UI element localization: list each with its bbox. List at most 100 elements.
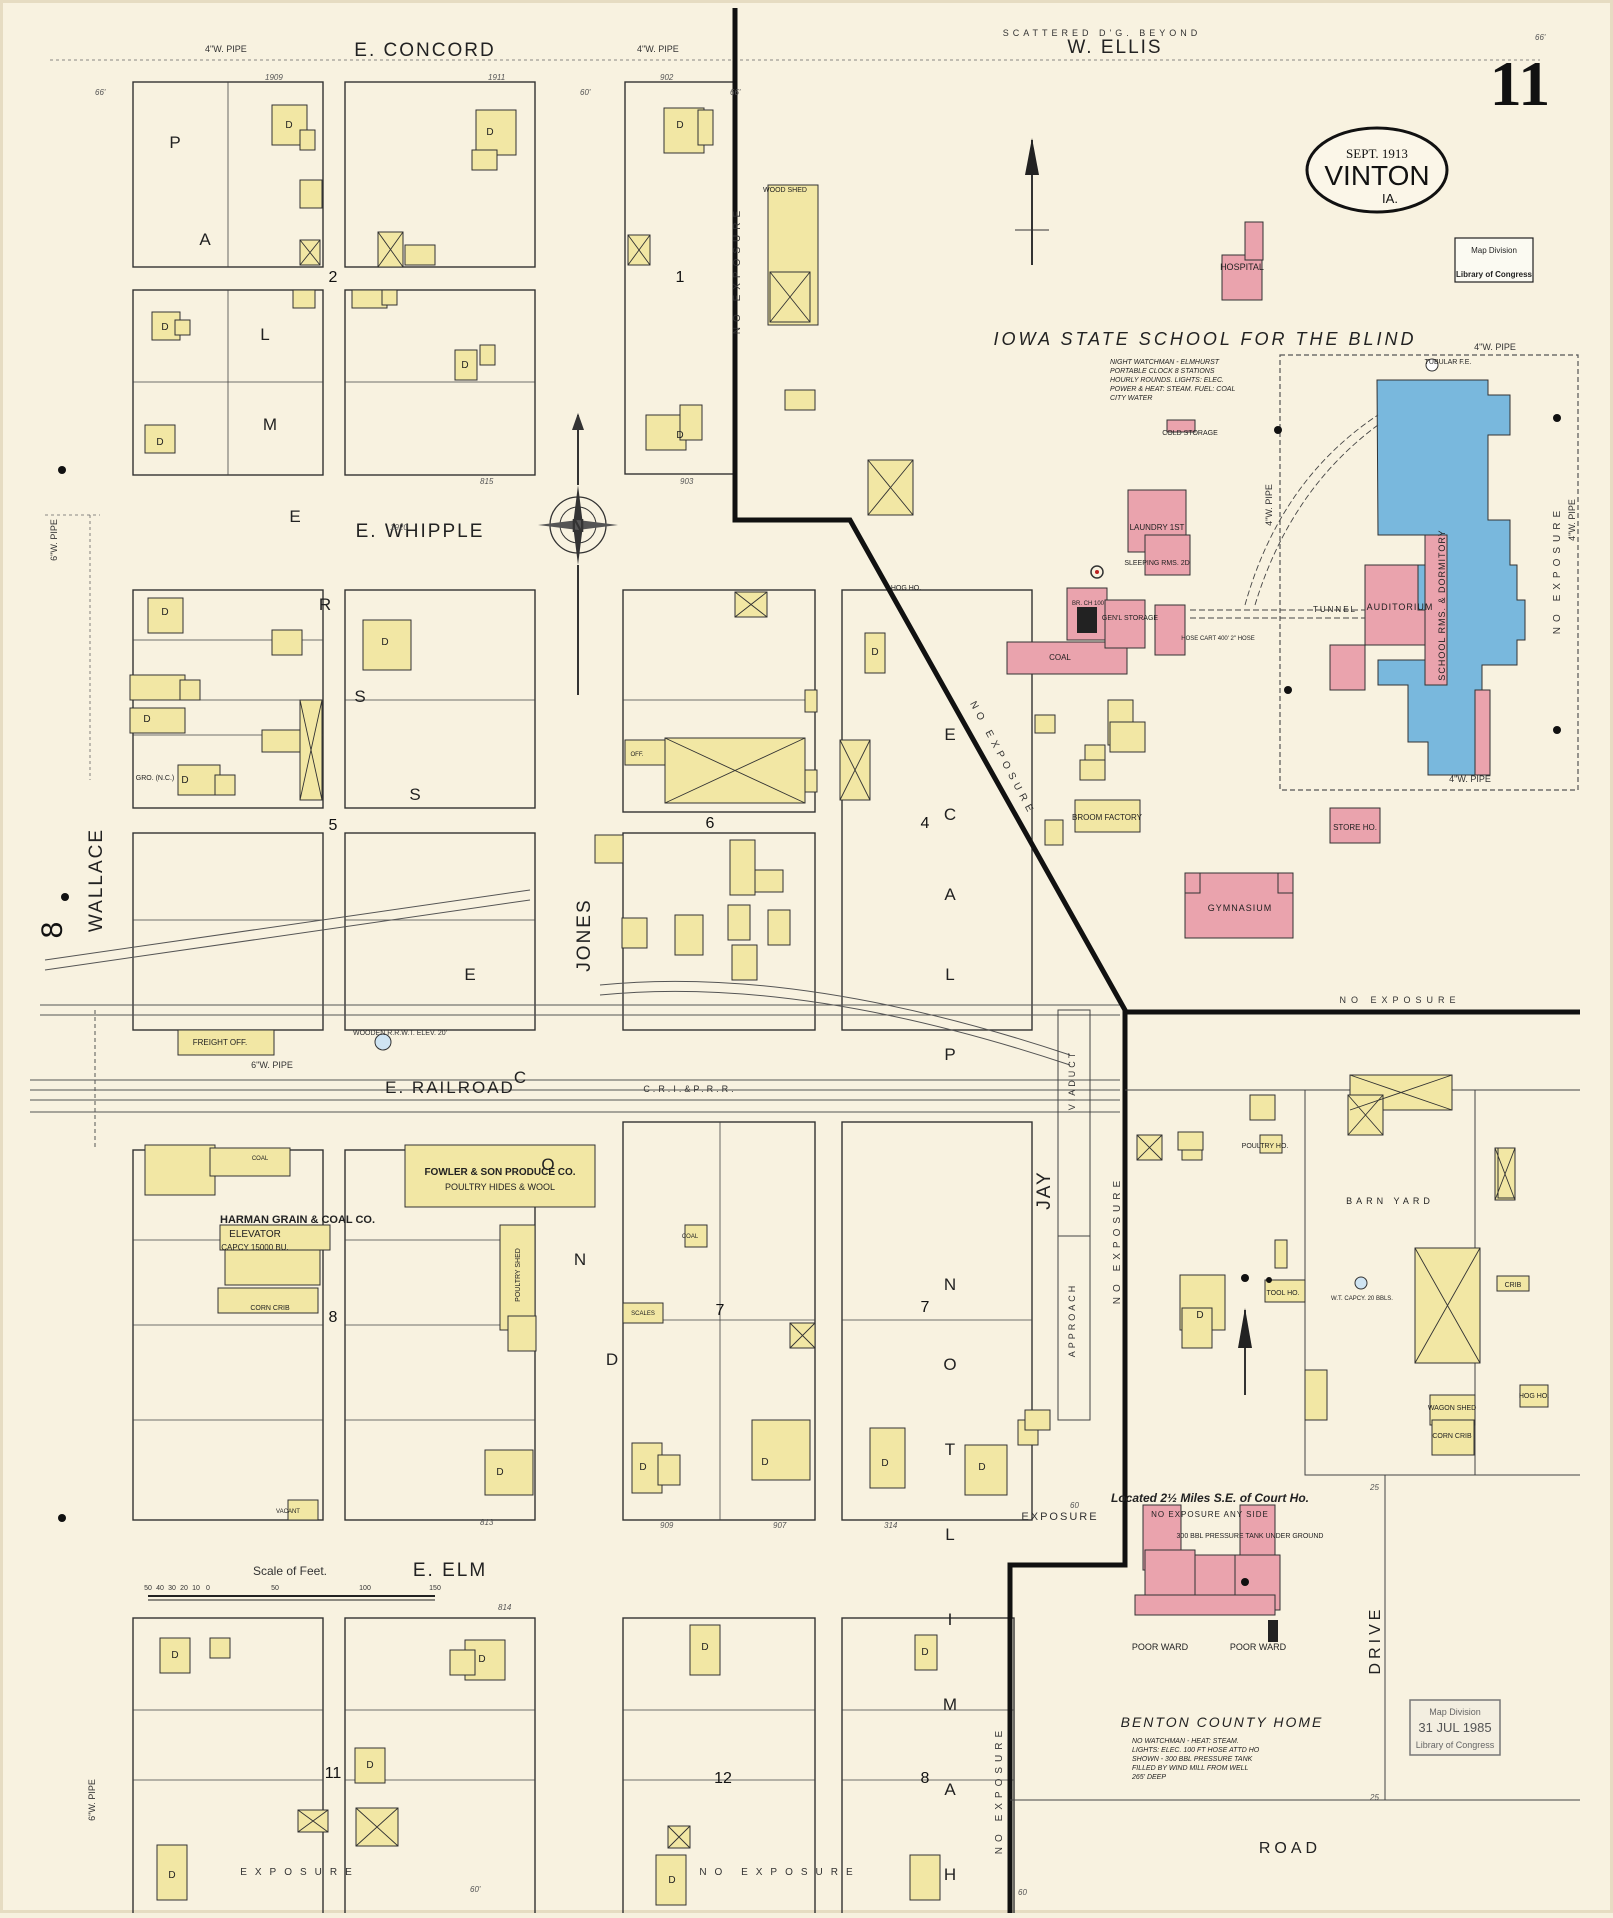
svg-text:S: S [409,785,420,804]
svg-text:CORN CRIB: CORN CRIB [1432,1433,1472,1440]
svg-text:E: E [464,965,475,984]
svg-text:Scale of Feet.: Scale of Feet. [253,1564,327,1578]
svg-text:D: D [606,1350,618,1369]
svg-text:M: M [943,1695,957,1714]
svg-text:POOR WARD: POOR WARD [1230,1642,1287,1652]
svg-text:CITY WATER: CITY WATER [1110,395,1152,402]
svg-text:E: E [289,507,300,526]
svg-text:BARN YARD: BARN YARD [1346,1196,1434,1206]
svg-text:814: 814 [498,1603,512,1612]
svg-text:D: D [461,360,468,371]
svg-text:ELEVATOR: ELEVATOR [229,1229,281,1240]
svg-text:11: 11 [325,1765,342,1782]
svg-text:NO EXPOSURE: NO EXPOSURE [699,1867,860,1878]
railroad-tracks [30,889,1120,1150]
block-11 [132,1617,324,1918]
gymnasium [1184,872,1294,939]
svg-text:D: D [668,1875,675,1886]
svg-text:AUDITORIUM: AUDITORIUM [1367,602,1434,612]
svg-text:D: D [285,120,292,131]
svg-text:W.T. CAPCY. 20 BBLS.: W.T. CAPCY. 20 BBLS. [1331,1296,1393,1302]
svg-text:BROOM FACTORY: BROOM FACTORY [1072,813,1143,822]
svg-text:HOSPITAL: HOSPITAL [1220,262,1264,272]
svg-text:909: 909 [660,1521,674,1530]
svg-text:HOG HO.: HOG HO. [891,585,921,592]
svg-text:FILLED BY WIND MILL FROM WELL: FILLED BY WIND MILL FROM WELL [1132,1765,1249,1772]
block-numbers: 2 1 5 6 4 7 7 8 8 11 12 [325,269,930,1787]
svg-text:66': 66' [730,88,741,97]
svg-text:6"W. PIPE: 6"W. PIPE [49,519,59,561]
svg-text:D: D [161,607,168,618]
svg-text:50: 50 [144,1585,152,1592]
svg-text:314: 314 [884,1521,898,1530]
svg-text:60': 60' [470,1885,481,1894]
svg-text:60: 60 [1070,1501,1079,1510]
svg-text:EXPOSURE: EXPOSURE [240,1867,360,1878]
svg-text:COAL: COAL [682,1234,699,1240]
svg-text:25: 25 [1369,1483,1379,1492]
svg-text:813: 813 [480,1518,494,1527]
svg-text:SCALES: SCALES [631,1311,655,1317]
svg-text:C: C [514,1068,526,1087]
svg-text:FOWLER & SON PRODUCE CO.: FOWLER & SON PRODUCE CO. [424,1167,575,1178]
svg-text:12: 12 [714,1770,732,1787]
svg-text:D: D [381,637,388,648]
viaduct [1057,1009,1091,1421]
svg-text:L: L [260,325,269,344]
svg-text:SCATTERED D'G. BEYOND: SCATTERED D'G. BEYOND [1003,28,1202,38]
school-title: IOWA STATE SCHOOL FOR THE BLIND [993,329,1416,349]
svg-text:50: 50 [271,1585,279,1592]
svg-text:40: 40 [156,1585,164,1592]
svg-text:7: 7 [921,1299,930,1316]
svg-text:I: I [948,1610,953,1629]
svg-text:1909: 1909 [265,73,283,82]
svg-text:O: O [943,1355,956,1374]
svg-text:D: D [181,775,188,786]
street-wallace: WALLACE [86,828,107,932]
svg-text:8: 8 [329,1309,338,1326]
second-street-letters: S E C O N D [409,785,618,1369]
svg-text:SLEEPING RMS. 2D: SLEEPING RMS. 2D [1124,560,1189,567]
svg-text:LAUNDRY 1ST: LAUNDRY 1ST [1130,523,1185,532]
school-grounds [1279,354,1579,791]
block-12 [622,1617,816,1918]
svg-text:Map Division: Map Division [1471,246,1517,255]
street-jones: JONES [574,898,595,971]
library-stamp-top: Map Division Library of Congress [1454,237,1534,283]
svg-text:WAGON SHED: WAGON SHED [1428,1405,1476,1412]
svg-text:D: D [978,1462,985,1473]
svg-text:P: P [944,1045,955,1064]
svg-text:C.R.I.&P.R.R.: C.R.I.&P.R.R. [643,1084,736,1094]
svg-text:POWER & HEAT: STEAM. FUEL: COA: POWER & HEAT: STEAM. FUEL: COAL [1110,386,1235,393]
svg-text:4"W. PIPE: 4"W. PIPE [205,44,247,54]
street-ellis: W. ELLIS [1067,37,1162,58]
svg-text:N: N [944,1275,956,1294]
svg-text:R: R [319,595,331,614]
svg-text:NIGHT WATCHMAN - ELMHURST: NIGHT WATCHMAN - ELMHURST [1110,359,1220,366]
svg-text:STORE HO.: STORE HO. [1333,823,1377,832]
svg-text:A: A [199,230,211,249]
svg-text:A: A [944,885,956,904]
svg-text:D: D [366,1760,373,1771]
svg-text:LIGHTS: ELEC. 100 FT HOSE ATTD: LIGHTS: ELEC. 100 FT HOSE ATTD HO [1132,1747,1260,1754]
svg-text:4"W. PIPE: 4"W. PIPE [637,44,679,54]
library-stamp-bottom: Map Division 31 JUL 1985 Library of Cong… [1409,1699,1501,1756]
svg-text:4"W. PIPE: 4"W. PIPE [1449,774,1491,784]
block-8-edge: 8 [36,922,69,939]
svg-text:OFF.: OFF. [631,752,644,758]
svg-text:D: D [171,1650,178,1661]
svg-text:O: O [541,1155,554,1174]
svg-text:6: 6 [706,815,715,832]
svg-text:NO EXPOSURE ANY SIDE: NO EXPOSURE ANY SIDE [1151,1510,1269,1519]
svg-text:66': 66' [1535,33,1546,42]
lot-lines [133,82,1032,1781]
division-lines [732,8,1580,1913]
svg-text:31 JUL 1985: 31 JUL 1985 [1418,1720,1491,1735]
svg-text:Library of Congress: Library of Congress [1456,270,1533,279]
svg-text:D: D [156,437,163,448]
svg-text:CORN CRIB: CORN CRIB [250,1305,290,1312]
svg-text:NO EXPOSURE: NO EXPOSURE [732,206,743,334]
svg-text:D: D [676,120,683,131]
